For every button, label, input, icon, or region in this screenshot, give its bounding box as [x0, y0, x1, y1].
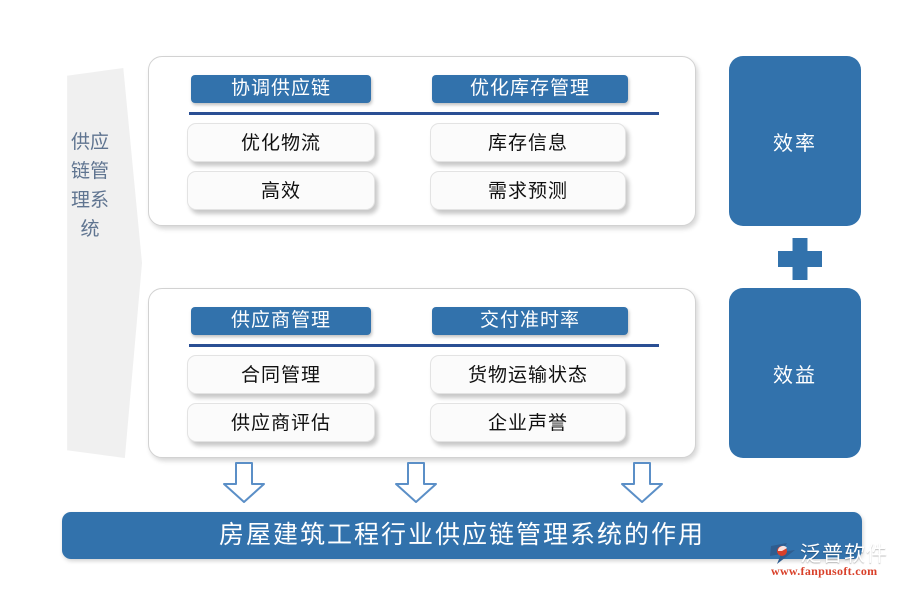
group-card-coordination: 协调供应链 优化库存管理 优化物流 高效 库存信息 需求预测 — [148, 56, 696, 226]
group-bottom-grid: 供应商管理 交付准时率 合同管理 供应商评估 货物运输状态 企业声誉 — [149, 289, 695, 457]
group-top-item-col1-row2[interactable]: 高效 — [187, 171, 375, 210]
group-top-item-col2-row2[interactable]: 需求预测 — [430, 171, 626, 210]
group-top-header-col1[interactable]: 协调供应链 — [191, 75, 371, 103]
outcome-panel-efficiency[interactable]: 效率 — [729, 56, 861, 226]
outcome-panel-benefit[interactable]: 效益 — [729, 288, 861, 458]
group-top-item-col2-row1[interactable]: 库存信息 — [430, 123, 626, 162]
supply-chain-pillar-shape — [67, 68, 142, 458]
group-bottom-divider — [189, 344, 659, 347]
group-bottom-header-col1[interactable]: 供应商管理 — [191, 307, 371, 335]
group-bottom-item-col1-row1[interactable]: 合同管理 — [187, 355, 375, 394]
group-card-supplier: 供应商管理 交付准时率 合同管理 供应商评估 货物运输状态 企业声誉 — [148, 288, 696, 458]
group-bottom-item-col2-row2[interactable]: 企业声誉 — [430, 403, 626, 442]
group-bottom-header-col2[interactable]: 交付准时率 — [432, 307, 628, 335]
group-top-divider — [189, 112, 659, 115]
group-top-item-col1-row1[interactable]: 优化物流 — [187, 123, 375, 162]
summary-banner: 房屋建筑工程行业供应链管理系统的作用 — [62, 512, 862, 559]
down-arrow-icon-2 — [394, 462, 438, 504]
group-bottom-item-col2-row1[interactable]: 货物运输状态 — [430, 355, 626, 394]
group-bottom-item-col1-row2[interactable]: 供应商评估 — [187, 403, 375, 442]
group-top-header-col2[interactable]: 优化库存管理 — [432, 75, 628, 103]
down-arrow-icon-1 — [222, 462, 266, 504]
down-arrow-icon-3 — [620, 462, 664, 504]
supply-chain-pillar-label: 供应链管理系统 — [70, 132, 109, 240]
plus-icon — [778, 238, 822, 280]
fanpu-logo-url: www.fanpusoft.com — [771, 564, 878, 578]
group-top-grid: 协调供应链 优化库存管理 优化物流 高效 库存信息 需求预测 — [149, 57, 695, 225]
